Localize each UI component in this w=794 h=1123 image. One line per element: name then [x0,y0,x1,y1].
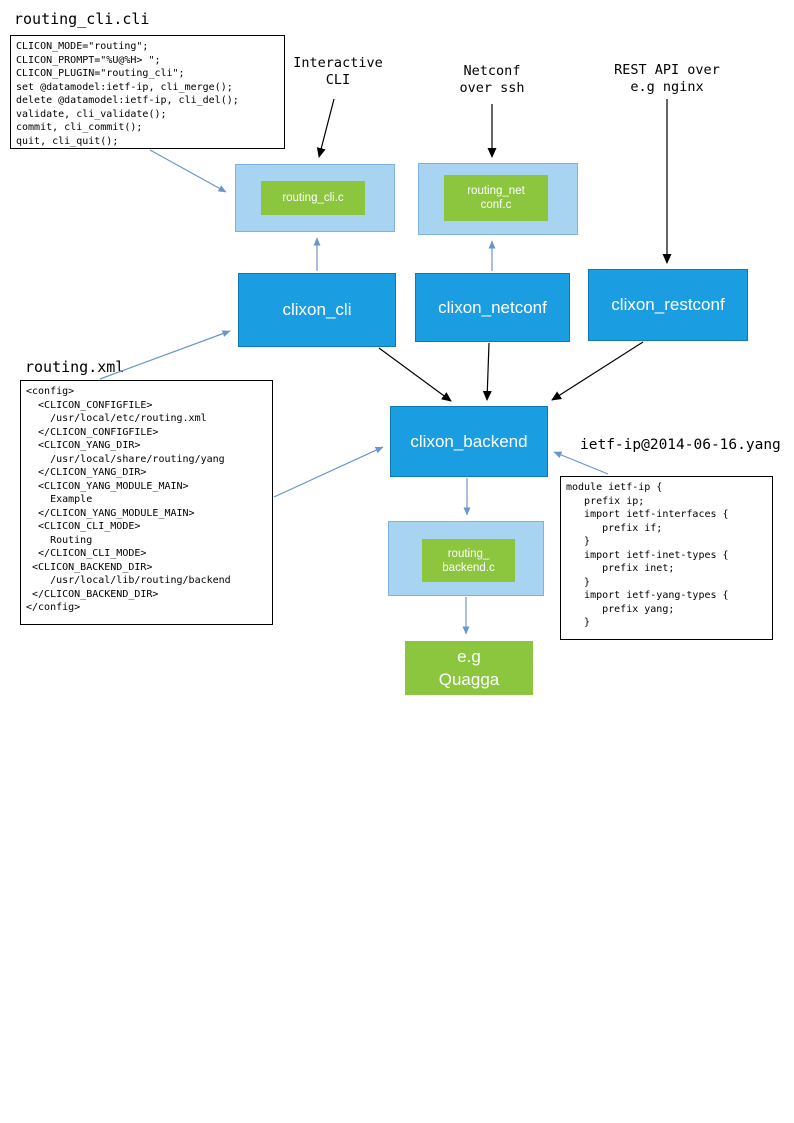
routing-xml-file-label: routing.xml [25,358,125,376]
netconf-plugin-container: routing_net conf.c [418,163,578,235]
arrow-restconf-to-backend [551,341,644,401]
cli-plugin-container: routing_cli.c [235,164,395,232]
rest-api-label: REST API over e.g nginx [614,62,720,95]
clixon-backend-node: clixon_backend [390,406,548,477]
clixon-cli-node: clixon_cli [238,273,396,347]
arrow-xml-to-backend [273,446,384,498]
ietf-yang-code-box: module ietf-ip { prefix ip; import ietf-… [560,476,773,640]
routing-xml-code-box: <config> <CLICON_CONFIGFILE> /usr/local/… [20,380,273,625]
routing-cli-code-box: CLICON_MODE="routing"; CLICON_PROMPT="%U… [10,35,285,149]
arrow-cli-to-backend [378,347,452,402]
quagga-node: e.g Quagga [405,641,533,695]
backend-plugin-container: routing_ backend.c [388,521,544,596]
routing-cli-file-label: routing_cli.cli [14,10,150,28]
clixon-restconf-node: clixon_restconf [588,269,748,341]
arrow-clicode-to-cliplugin [149,149,227,193]
arrow-yang-to-backend [553,451,609,475]
netconf-ssh-label: Netconf over ssh [459,63,525,96]
routing-cli-plugin-node: routing_cli.c [261,181,365,215]
routing-backend-plugin-node: routing_ backend.c [422,539,515,582]
routing-netconf-plugin-node: routing_net conf.c [444,175,548,221]
interactive-cli-label: Interactive CLI [293,55,383,88]
arrow-netconf-to-backend [482,342,492,401]
clixon-netconf-node: clixon_netconf [415,273,570,342]
ietf-yang-file-label: ietf-ip@2014-06-16.yang [580,437,781,453]
arrow-interactive-to-cliplugin [316,98,335,158]
